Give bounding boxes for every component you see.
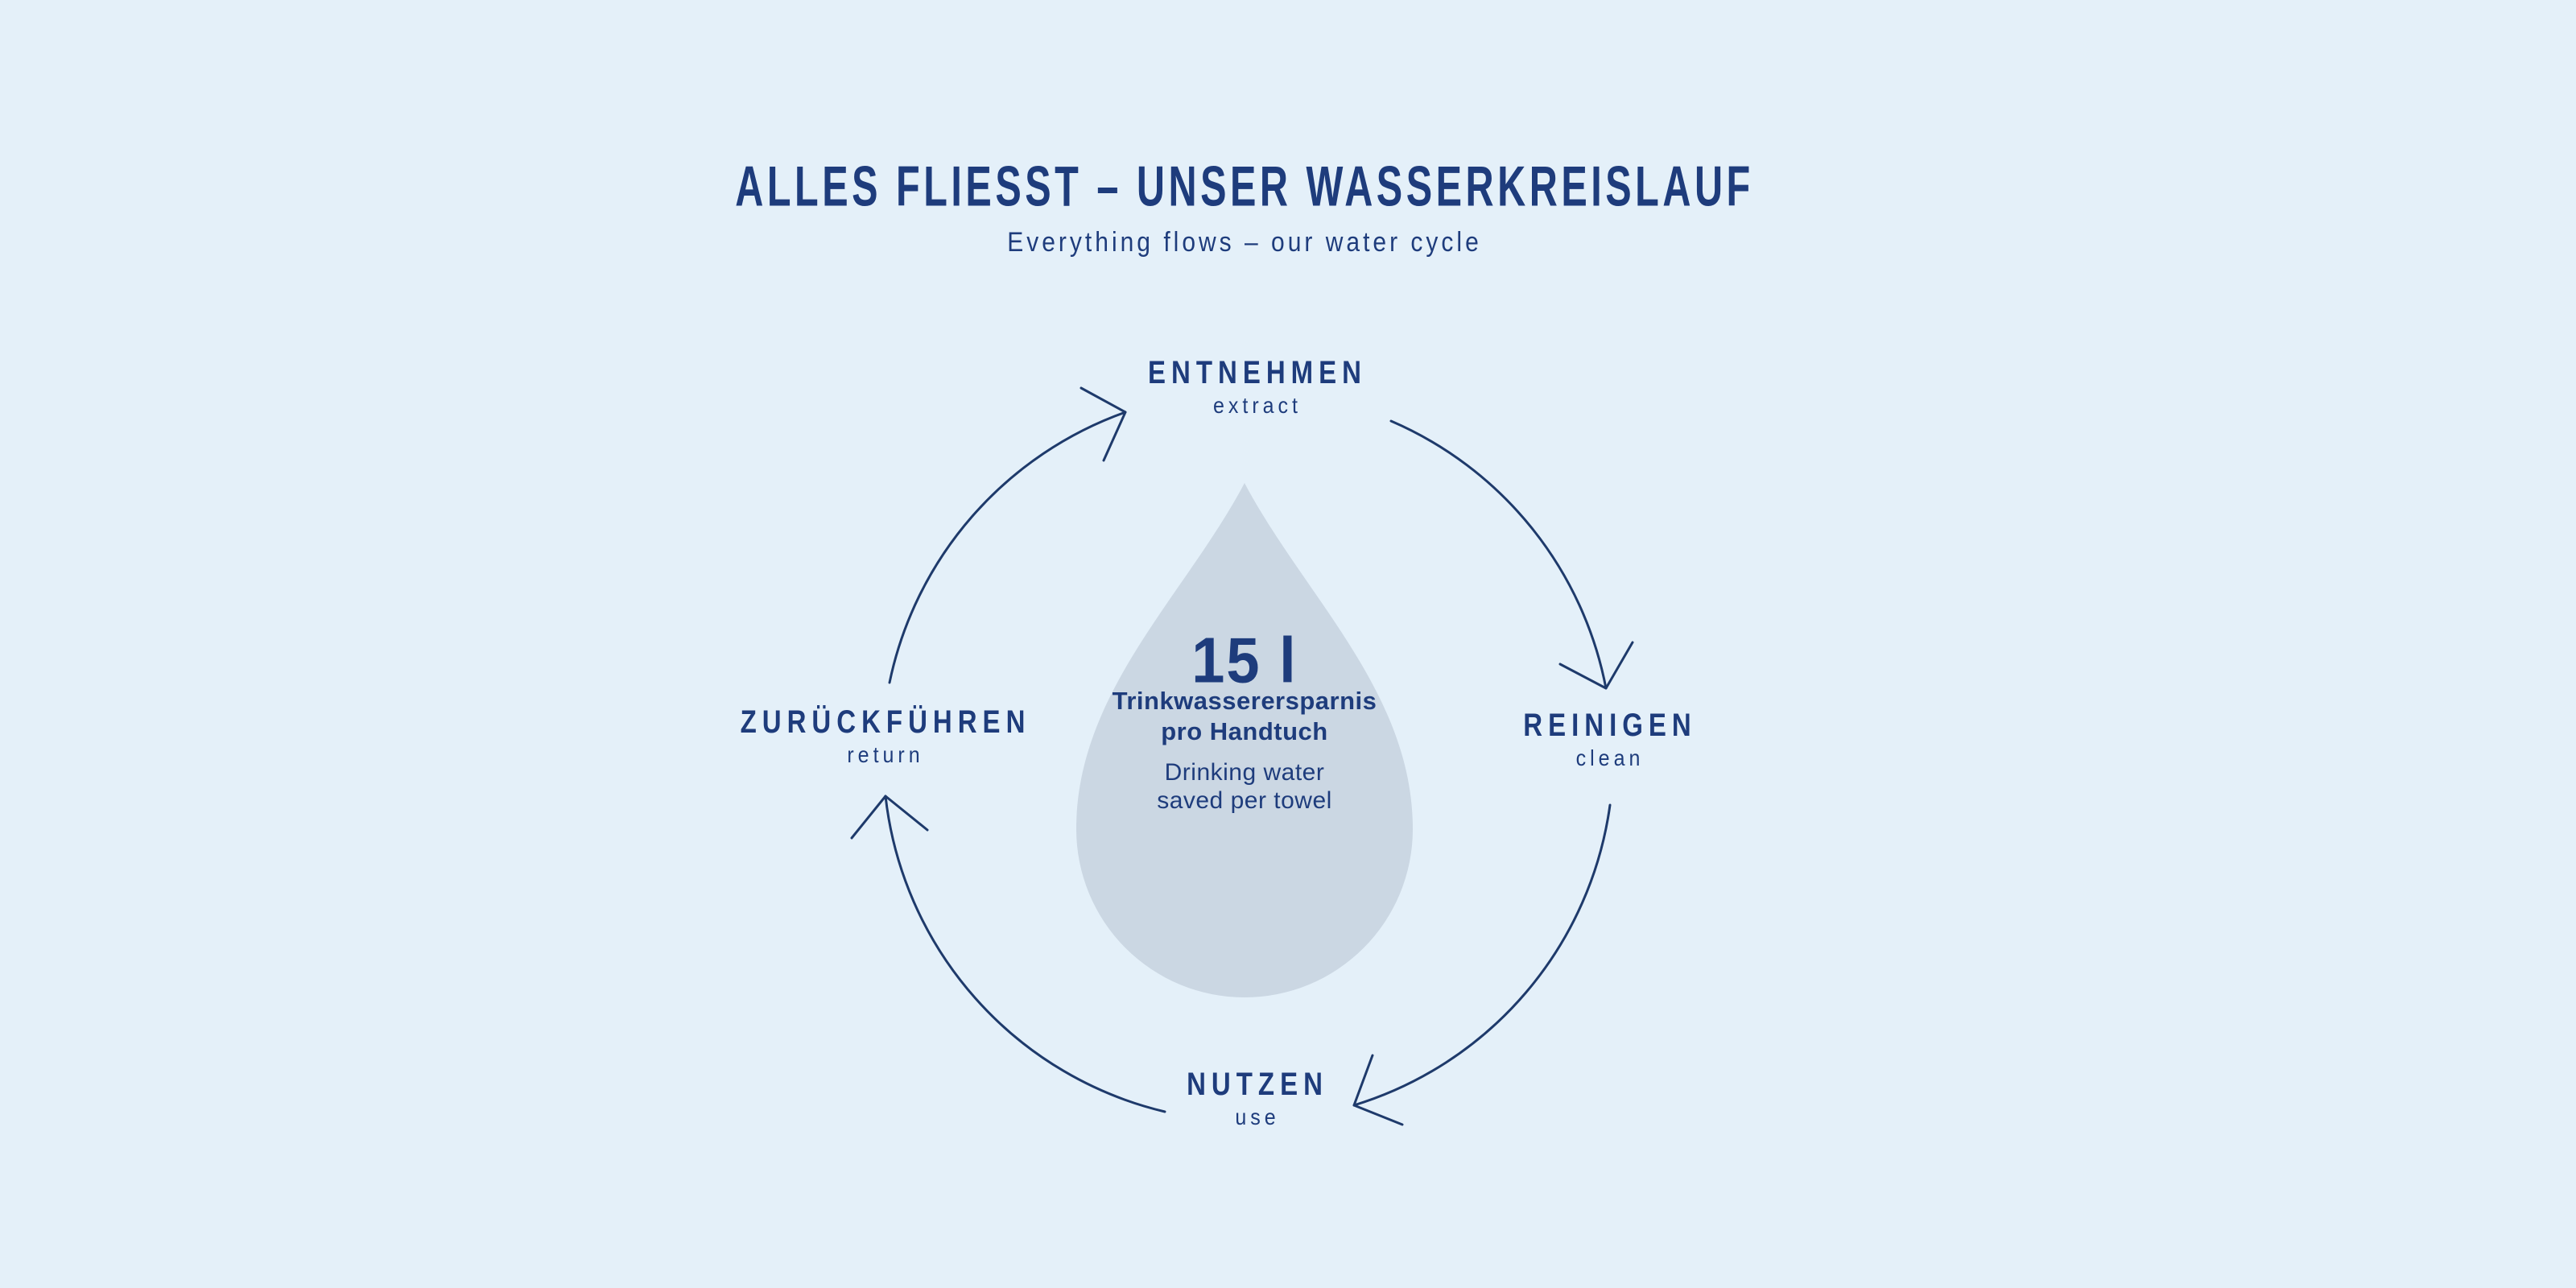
- cycle-step-use: NUTZEN use: [1187, 1066, 1328, 1130]
- droplet-label-de: Trinkwasserersparnis pro Handtuch: [1113, 686, 1377, 747]
- page-subtitle: Everything flows – our water cycle: [1007, 227, 1482, 258]
- step-label-en: use: [1235, 1105, 1280, 1130]
- cycle-step-extract: ENTNEHMEN extract: [1147, 354, 1368, 419]
- step-label-en: clean: [1575, 746, 1645, 771]
- arrowhead-top-icon: [1080, 386, 1127, 462]
- arc-extract-to-clean: [1389, 419, 1608, 690]
- arrowhead-right-icon: [1558, 641, 1634, 690]
- cycle-step-clean: REINIGEN clean: [1523, 707, 1697, 771]
- step-label-de: ENTNEHMEN: [1147, 354, 1368, 390]
- step-label-de: REINIGEN: [1523, 707, 1697, 743]
- arrowhead-bottom-icon: [1352, 1054, 1404, 1126]
- step-label-en: return: [847, 743, 924, 768]
- droplet-label-de-line1: Trinkwasserersparnis: [1112, 687, 1377, 715]
- droplet-savings-value-text: 15 l: [1191, 624, 1298, 696]
- arc-use-to-return: [884, 795, 1166, 1113]
- arc-clean-to-use: [1352, 803, 1612, 1107]
- droplet-label-en-line1: Drinking water: [1164, 759, 1325, 786]
- page-title: ALLES FLIESST – UNSER WASSERKREISLAUF: [679, 155, 1810, 218]
- droplet-label-de-line2: pro Handtuch: [1161, 717, 1328, 745]
- water-droplet-shape: [1076, 483, 1413, 997]
- arc-return-to-extract: [888, 411, 1127, 684]
- droplet-label-en: Drinking water saved per towel: [1157, 758, 1332, 815]
- step-label-de: ZURÜCKFÜHREN: [740, 704, 1031, 740]
- step-label-en: extract: [1212, 394, 1302, 419]
- cycle-step-return: ZURÜCKFÜHREN return: [740, 704, 1031, 768]
- step-label-de: NUTZEN: [1187, 1066, 1328, 1102]
- droplet-label-en-line2: saved per towel: [1157, 787, 1332, 814]
- page-subtitle-text: Everything flows – our water cycle: [1007, 227, 1482, 258]
- arrowhead-left-icon: [850, 795, 929, 840]
- droplet-savings-value: 15 l: [1191, 623, 1297, 696]
- page-title-text: ALLES FLIESST – UNSER WASSERKREISLAUF: [735, 155, 1754, 219]
